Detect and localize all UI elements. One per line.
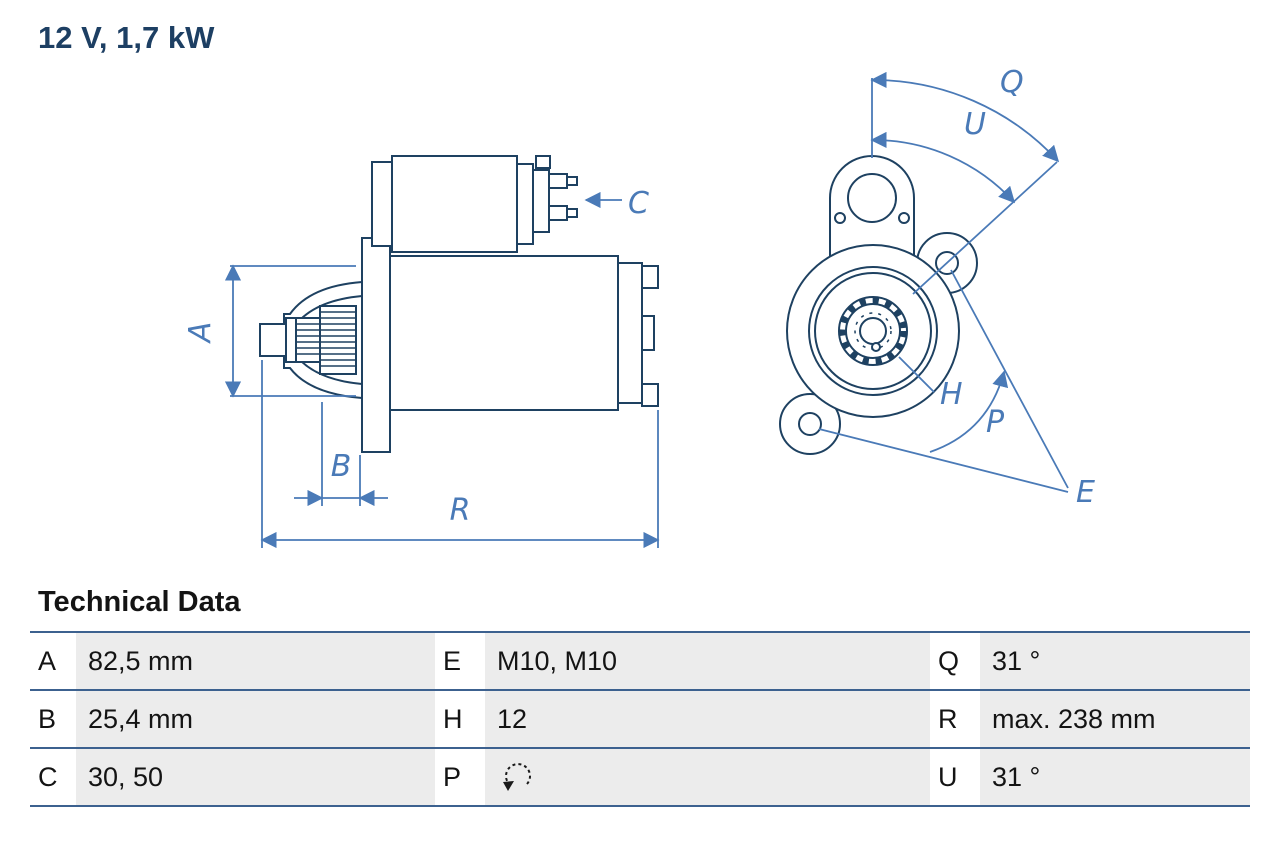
technical-data-heading: Technical Data	[38, 586, 241, 618]
dim-label-u: U	[964, 107, 986, 142]
spec-key: A	[30, 633, 76, 689]
dim-label-b: B	[331, 449, 352, 484]
spec-key: H	[435, 691, 485, 747]
dim-label-c: C	[628, 186, 649, 221]
spec-value: 31 °	[980, 749, 1250, 805]
spec-value: M10, M10	[485, 633, 930, 689]
technical-data-table: A 82,5 mm E M10, M10 Q 31 ° B 25,4 mm H …	[30, 631, 1250, 807]
dim-label-r: R	[450, 493, 471, 528]
spec-key: C	[30, 749, 76, 805]
front-view-dimensions: Q U H P E	[818, 65, 1095, 510]
page-title: 12 V, 1,7 kW	[38, 20, 215, 55]
spec-value: 31 °	[980, 633, 1250, 689]
dim-label-p: P	[986, 405, 1005, 440]
spec-key: U	[930, 749, 980, 805]
table-row: C 30, 50 P U 31 °	[30, 749, 1250, 807]
side-view-dimensions: A B C R	[183, 186, 660, 549]
dim-label-a: A	[183, 322, 218, 345]
spec-key: E	[435, 633, 485, 689]
spec-key: B	[30, 691, 76, 747]
spec-value: max. 238 mm	[980, 691, 1250, 747]
spec-key: R	[930, 691, 980, 747]
spec-value	[485, 749, 930, 805]
spec-value: 82,5 mm	[76, 633, 435, 689]
technical-data-section: Technical Data A 82,5 mm E M10, M10 Q 31…	[0, 586, 1280, 807]
dim-label-h: H	[940, 377, 963, 412]
table-row: A 82,5 mm E M10, M10 Q 31 °	[30, 633, 1250, 691]
rotation-direction-icon	[503, 763, 531, 791]
spec-value: 30, 50	[76, 749, 435, 805]
technical-drawing: A B C R	[183, 65, 1095, 549]
spec-value: 12	[485, 691, 930, 747]
dim-label-e: E	[1076, 475, 1095, 510]
table-row: B 25,4 mm H 12 R max. 238 mm	[30, 691, 1250, 749]
spec-key: P	[435, 749, 485, 805]
side-view	[259, 155, 659, 453]
spec-value: 25,4 mm	[76, 691, 435, 747]
dim-label-q: Q	[1000, 65, 1024, 100]
spec-key: Q	[930, 633, 980, 689]
